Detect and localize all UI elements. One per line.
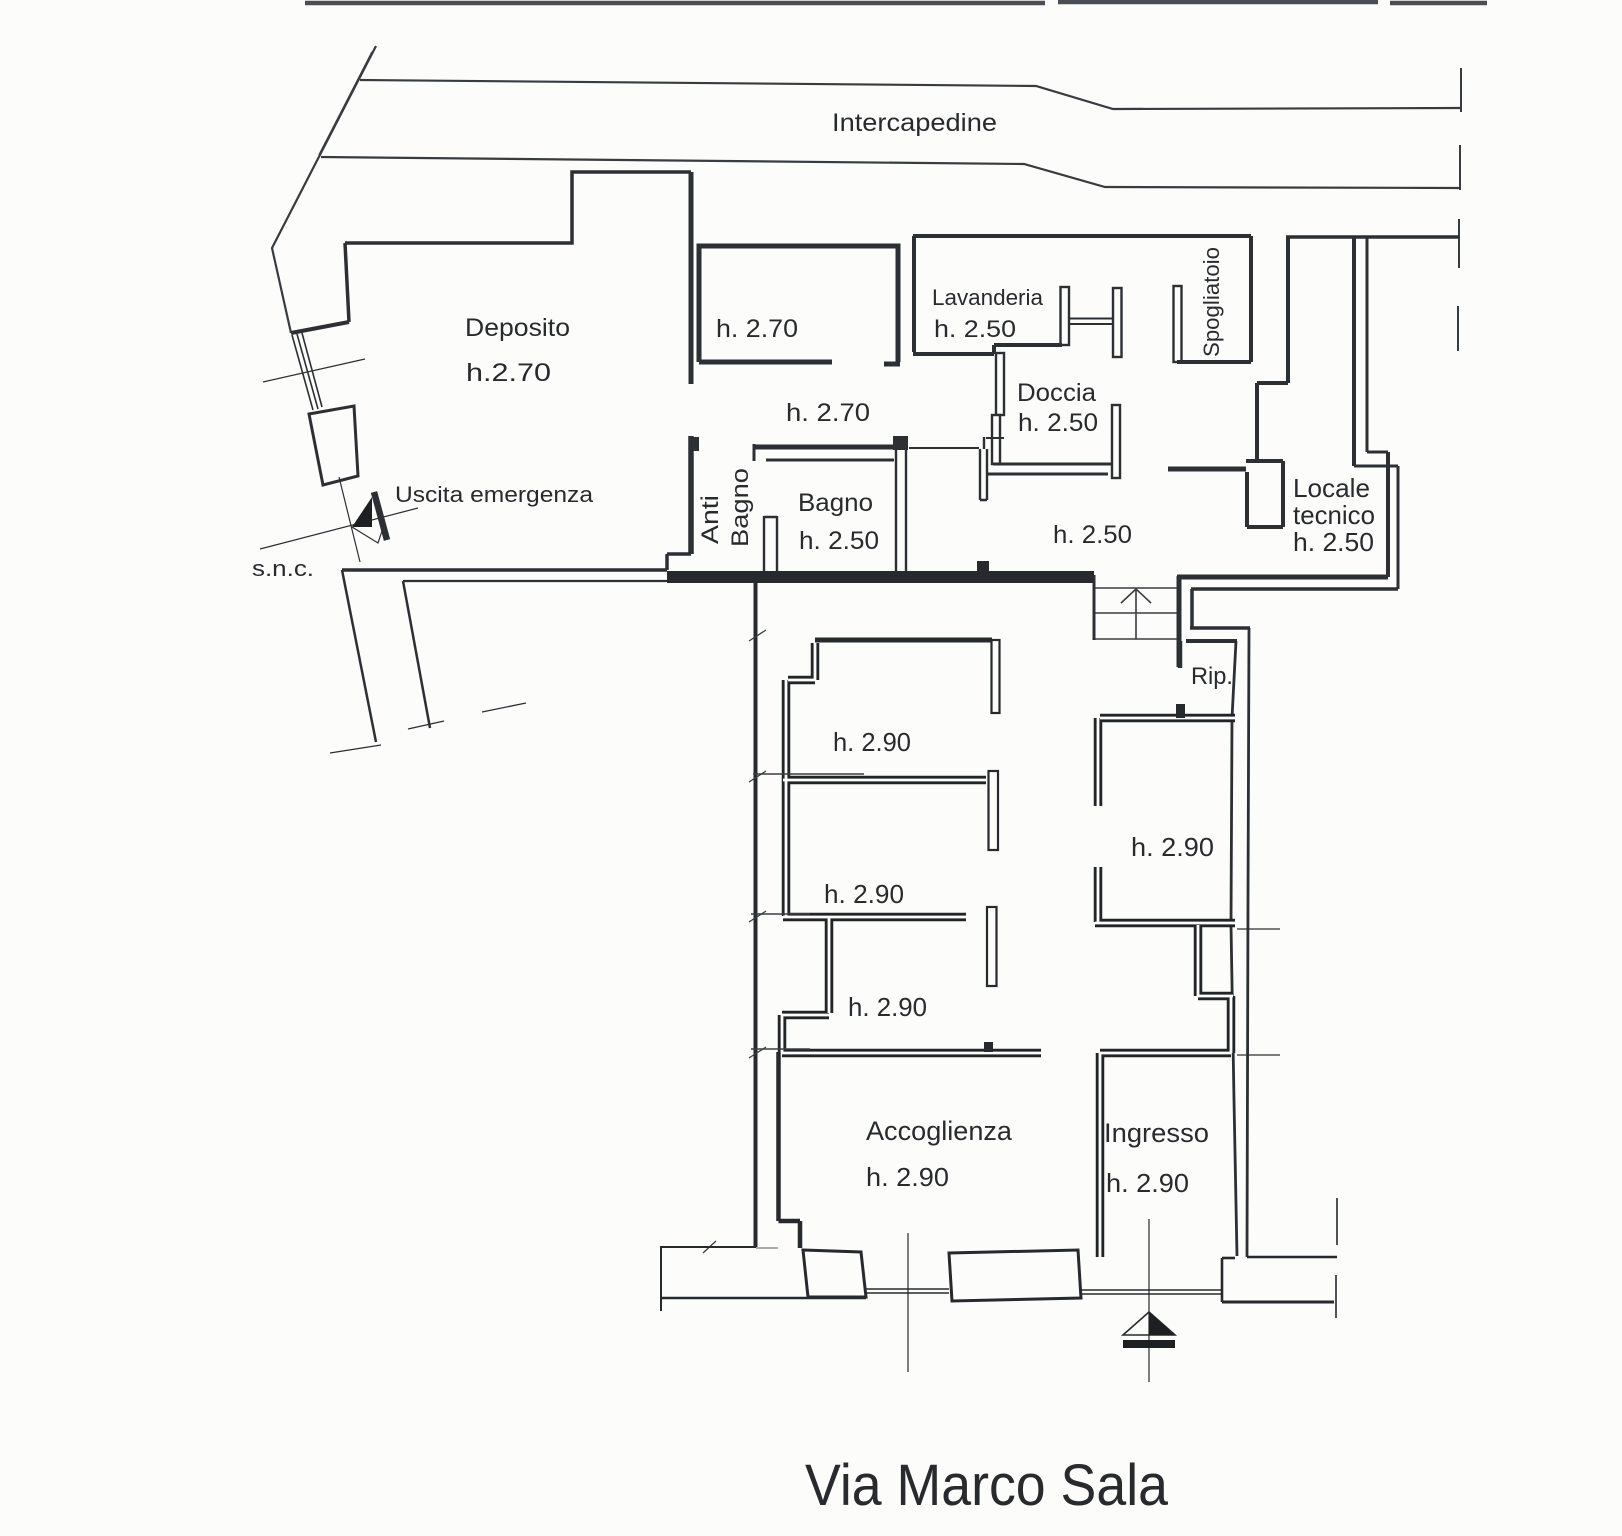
- svg-text:h. 2.50: h. 2.50: [1053, 521, 1132, 549]
- svg-text:h.2.70: h.2.70: [466, 359, 551, 387]
- svg-text:h. 2.70: h. 2.70: [786, 399, 870, 427]
- svg-text:Doccia: Doccia: [1017, 379, 1096, 407]
- svg-text:Accoglienza: Accoglienza: [866, 1116, 1013, 1146]
- svg-text:Uscita emergenza: Uscita emergenza: [395, 482, 594, 507]
- svg-text:Ingresso: Ingresso: [1104, 1118, 1209, 1148]
- svg-text:Bagno: Bagno: [727, 468, 754, 547]
- svg-text:h. 2.50: h. 2.50: [1018, 409, 1098, 437]
- svg-text:h. 2.90: h. 2.90: [866, 1162, 949, 1192]
- svg-text:Via Marco Sala: Via Marco Sala: [805, 1453, 1169, 1518]
- svg-text:Deposito: Deposito: [465, 314, 570, 342]
- svg-text:h. 2.90: h. 2.90: [1131, 832, 1214, 862]
- svg-text:h. 2.50: h. 2.50: [799, 527, 879, 555]
- svg-text:tecnico: tecnico: [1293, 500, 1375, 530]
- svg-text:Lavanderia: Lavanderia: [932, 285, 1044, 310]
- svg-text:Anti: Anti: [697, 495, 724, 544]
- svg-text:h. 2.90: h. 2.90: [833, 727, 911, 757]
- svg-text:Intercapedine: Intercapedine: [832, 109, 997, 137]
- svg-text:s.n.c.: s.n.c.: [252, 556, 314, 581]
- svg-text:h. 2.90: h. 2.90: [1106, 1168, 1189, 1198]
- svg-text:Spogliatoio: Spogliatoio: [1199, 247, 1224, 357]
- svg-text:Locale: Locale: [1293, 473, 1370, 503]
- svg-text:h. 2.50: h. 2.50: [1293, 527, 1374, 557]
- svg-text:h. 2.70: h. 2.70: [716, 315, 798, 343]
- svg-text:h. 2.50: h. 2.50: [934, 316, 1016, 343]
- svg-text:h. 2.90: h. 2.90: [848, 992, 927, 1022]
- svg-text:Rip.: Rip.: [1191, 663, 1233, 690]
- svg-text:Bagno: Bagno: [798, 489, 873, 517]
- svg-text:h. 2.90: h. 2.90: [824, 879, 904, 909]
